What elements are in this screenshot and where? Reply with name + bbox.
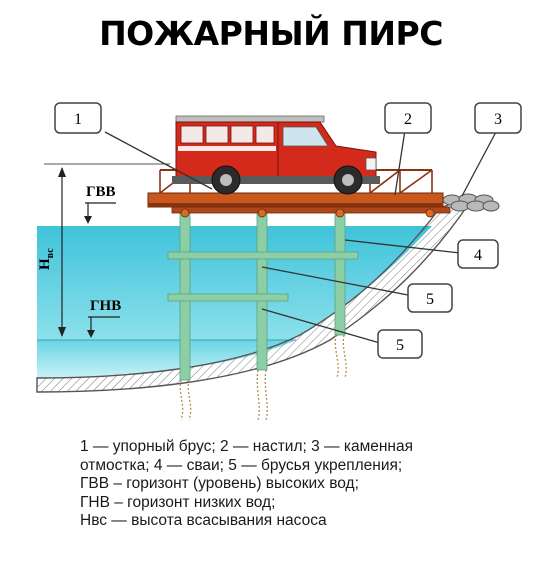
legend-line: отмостка; 4 — сваи; 5 — брусья укреплени… bbox=[80, 456, 403, 474]
svg-text:5: 5 bbox=[396, 337, 404, 354]
low-water-marker: ГНВ bbox=[87, 298, 121, 338]
suction-height-dimension: Нвс bbox=[37, 167, 66, 337]
callout-5-lower: 5 bbox=[377, 329, 423, 359]
svg-text:1: 1 bbox=[74, 111, 82, 128]
high-water-marker: ГВВ bbox=[84, 184, 116, 224]
legend-line: Нвс — высота всасывания насоса bbox=[80, 512, 327, 529]
callout-3: 3 bbox=[474, 102, 522, 134]
svg-text:2: 2 bbox=[404, 111, 412, 128]
suction-height-label: Н bbox=[37, 258, 53, 270]
fire-truck bbox=[172, 115, 380, 195]
callout-4: 4 bbox=[457, 239, 499, 269]
svg-text:ГВВ: ГВВ bbox=[86, 184, 116, 200]
suction-height-subscript: вс bbox=[45, 248, 56, 259]
legend-line: ГНВ – горизонт низких вод; bbox=[80, 493, 276, 511]
low-water-zone bbox=[37, 340, 296, 378]
legend-line: 1 — упорный брус; 2 — настил; 3 — каменн… bbox=[80, 438, 414, 455]
svg-text:ГНВ: ГНВ bbox=[90, 298, 121, 314]
pile-foundations bbox=[179, 334, 347, 421]
callout-5-upper: 5 bbox=[407, 283, 453, 313]
callout-1: 1 bbox=[54, 102, 102, 134]
svg-text:5: 5 bbox=[426, 291, 434, 308]
svg-text:Нвс: Нвс bbox=[37, 248, 56, 270]
legend: 1 — упорный брус; 2 — настил; 3 — каменн… bbox=[80, 438, 520, 531]
callout-2: 2 bbox=[384, 102, 432, 134]
bracing-beams bbox=[167, 251, 359, 302]
diagram-title: ПОЖАРНЫЙ ПИРС bbox=[99, 14, 443, 53]
pier-diagram: 1 2 3 4 5 5 ГВВ ГНВ Нвс bbox=[36, 102, 522, 421]
leader-lines bbox=[104, 129, 498, 344]
svg-text:3: 3 bbox=[494, 111, 502, 128]
pier-deck bbox=[147, 169, 451, 218]
legend-line: ГВВ – горизонт (уровень) высоких вод; bbox=[80, 475, 359, 492]
svg-text:4: 4 bbox=[474, 247, 482, 264]
